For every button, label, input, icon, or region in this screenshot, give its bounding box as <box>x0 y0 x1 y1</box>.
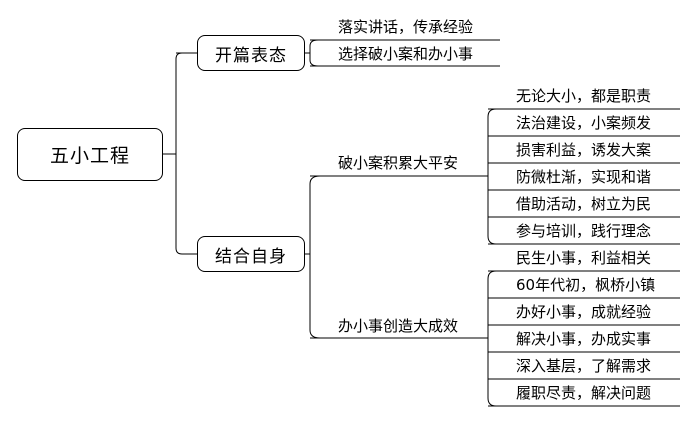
leaf-item: 60年代初，枫桥小镇 <box>516 276 656 294</box>
branch-node-self: 结合自身 <box>197 236 305 272</box>
root-label: 五小工程 <box>49 145 130 167</box>
leaf-item: 借助活动，树立为民 <box>516 195 652 213</box>
leaf-item: 落实讲话，传承经验 <box>338 18 474 36</box>
leaf-item: 深入基层，了解需求 <box>516 357 652 375</box>
group-label: 破小案积累大平安 <box>338 154 459 172</box>
leaf-item: 履职尽责，解决问题 <box>516 384 652 402</box>
leaf-item: 民生小事，利益相关 <box>516 249 652 267</box>
leaf-item: 损害利益，诱发大案 <box>516 141 652 159</box>
branch-label: 结合自身 <box>215 246 287 267</box>
leaf-item: 法治建设，小案频发 <box>516 114 652 132</box>
branch-label: 开篇表态 <box>215 45 287 66</box>
leaf-item: 解决小事，办成实事 <box>516 330 652 348</box>
leaf-item: 参与培训，践行理念 <box>516 222 652 240</box>
branch-node-opening: 开篇表态 <box>197 35 305 71</box>
leaf-item: 办好小事，成就经验 <box>516 303 652 321</box>
group-label: 办小事创造大成效 <box>338 317 459 335</box>
leaf-item: 无论大小，都是职责 <box>516 87 652 105</box>
leaf-item: 防微杜渐，实现和谐 <box>516 168 652 186</box>
leaf-item: 选择破小案和办小事 <box>338 45 474 63</box>
root-node: 五小工程 <box>17 128 163 181</box>
